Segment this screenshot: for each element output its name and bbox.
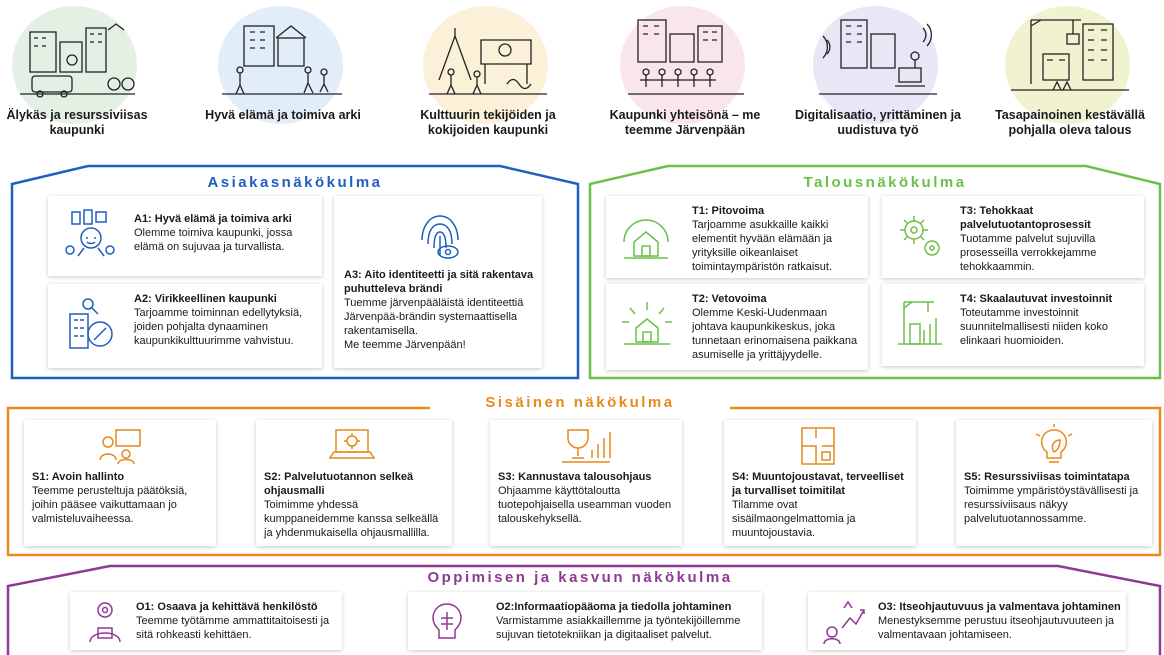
economy-illustration-icon: [1011, 19, 1129, 91]
theme-label: Hyvä elämä ja toimiva arki: [205, 108, 361, 122]
card-t2-body: Olemme Keski-Uudenmaan johtava kaupunkik…: [692, 307, 858, 361]
card-o3-title: O3: Itseohjautuvuus ja valmentava johtam…: [878, 601, 1121, 613]
bulb-leaf-icon: [1035, 424, 1073, 463]
good-life-illustration-icon: [222, 25, 342, 95]
theme-digitalisation: Digitalisaatio, yrittäminen ja uudistuva…: [793, 0, 963, 160]
card-s3-title: S3: Kannustava talousohjaus: [498, 471, 652, 483]
card-s5-body: Toimimme ympäristöystävällisesti ja resu…: [964, 485, 1139, 525]
card-a3-extra: Me teemme Järvenpään!: [344, 339, 466, 351]
sisainen-frame: [6, 406, 1162, 557]
card-o3-body: Menestyksemme perustuu itseohjautuvuutee…: [878, 615, 1115, 641]
sisainen-title: Sisäinen näkökulma: [430, 394, 730, 411]
card-a2-body: Tarjoamme toiminnan edellytyksiä, joiden…: [134, 307, 303, 347]
oppiminen-title: Oppimisen ja kasvun näkökulma: [427, 569, 733, 586]
employee-icon: [89, 602, 121, 643]
theme-label: Tasapainoinen kestävällä pohjalla oleva …: [995, 108, 1145, 137]
asiakas-frame: [10, 164, 580, 380]
laptop-gear-icon: [328, 429, 376, 459]
card-s3: S3: Kannustava talousohjaus Ohjaamme käy…: [490, 420, 682, 546]
card-s1: S1: Avoin hallinto Teemme perusteltuja p…: [24, 420, 216, 546]
card-s2-title: S2: Palvelutuotannon selkeä ohjausmalli: [264, 471, 414, 497]
card-t1: T1: Pitovoima Tarjoamme asukkaille kaikk…: [606, 196, 868, 278]
card-a3-title: A3: Aito identiteetti ja sitä rakentava …: [344, 269, 534, 295]
card-a1-body: Olemme toimiva kaupunki, jossa elämä on …: [134, 227, 293, 253]
trophy-chart-icon: [562, 429, 611, 463]
theme-smart-city: Älykäs ja resurssiviisas kaupunki: [0, 0, 162, 160]
investment-icon: [898, 301, 942, 345]
theme-economy: Tasapainoinen kestävällä pohjalla oleva …: [985, 0, 1155, 160]
people-board-icon: [99, 429, 141, 465]
asiakas-title: Asiakasnäkökulma: [207, 174, 383, 191]
theme-label: Älykäs ja resurssiviisas kaupunki: [6, 108, 148, 137]
card-o2-body: Varmistamme asiakkaillemme ja työntekijö…: [496, 615, 741, 641]
card-o2-title: O2:Informaatiopääoma ja tiedolla johtami…: [496, 601, 732, 613]
culture-illustration-icon: [429, 28, 547, 95]
card-o1-title: O1: Osaava ja kehittävä henkilöstö: [136, 601, 318, 613]
card-o3: O3: Itseohjautuvuus ja valmentava johtam…: [808, 592, 1126, 650]
card-s5: S5: Resurssiviisas toimintatapa Toimimme…: [956, 420, 1152, 546]
attraction-icon: [622, 302, 672, 345]
card-a3: A3: Aito identiteetti ja sitä rakentava …: [334, 196, 542, 368]
card-s4-body: Tilamme ovat sisäilmaongelmattomia ja mu…: [732, 499, 856, 539]
card-t4-body: Toteutamme investoinnit suunnitelmallise…: [960, 307, 1108, 347]
oppiminen-frame: [6, 564, 1162, 655]
card-a3-body: Tuemme järvenpääläistä identiteettiä Jär…: [344, 297, 524, 337]
theme-community: Kaupunki yhteisönä – me teemme Järvenpää…: [600, 0, 770, 160]
card-a2: A2: Virikkeellinen kaupunki Tarjoamme to…: [48, 284, 322, 368]
card-o2: O2:Informaatiopääoma ja tiedolla johtami…: [408, 592, 762, 650]
family-icon: [65, 209, 115, 257]
theme-label: Kulttuurin tekijöiden ja kokijoiden kaup…: [420, 108, 556, 137]
card-a2-title: A2: Virikkeellinen kaupunki: [134, 293, 277, 305]
card-s2: S2: Palvelutuotannon selkeä ohjausmalli …: [256, 420, 452, 546]
card-s4-title: S4: Muuntojoustavat, terveelliset ja tur…: [732, 471, 904, 497]
card-a1: A1: Hyvä elämä ja toimiva arki Olemme to…: [48, 196, 322, 276]
floorplan-icon: [801, 427, 835, 465]
card-t3-body: Tuotamme palvelut sujuvilla prosesseilla…: [960, 233, 1097, 273]
card-a1-title: A1: Hyvä elämä ja toimiva arki: [134, 213, 292, 225]
smart-city-illustration-icon: [20, 23, 135, 98]
card-s5-title: S5: Resurssiviisas toimintatapa: [964, 471, 1130, 483]
theme-culture: Kulttuurin tekijöiden ja kokijoiden kaup…: [403, 0, 573, 160]
card-t4-title: T4: Skaalautuvat investoinnit: [960, 293, 1113, 305]
card-t1-title: T1: Pitovoima: [692, 205, 765, 217]
brain-circuit-icon: [432, 603, 462, 639]
city-culture-icon: [69, 298, 113, 349]
talous-title: Talousnäkökulma: [803, 174, 967, 191]
card-t3-title: T3: Tehokkaat palvelutuotantoprosessit: [960, 205, 1091, 231]
community-illustration-icon: [628, 19, 744, 95]
card-s1-title: S1: Avoin hallinto: [32, 471, 125, 483]
card-o1: O1: Osaava ja kehittävä henkilöstö Teemm…: [70, 592, 342, 650]
theme-label: Kaupunki yhteisönä – me teemme Järvenpää…: [609, 108, 761, 137]
theme-good-life: Hyvä elämä ja toimiva arki: [198, 0, 368, 160]
digitalisation-illustration-icon: [819, 19, 937, 95]
card-s2-body: Toimimme yhdessä kumppaneidemme kanssa s…: [264, 499, 439, 539]
talous-frame: [588, 164, 1162, 380]
fingerprint-icon: [421, 215, 459, 259]
card-s1-body: Teemme perusteltuja päätöksiä, joihin pä…: [32, 485, 188, 525]
card-s4: S4: Muuntojoustavat, terveelliset ja tur…: [724, 420, 916, 546]
theme-label: Digitalisaatio, yrittäminen ja uudistuva…: [794, 108, 961, 137]
card-t4: T4: Skaalautuvat investoinnit Toteutamme…: [882, 284, 1144, 366]
gears-icon: [900, 216, 940, 256]
card-t2-title: T2: Vetovoima: [692, 293, 767, 305]
card-o1-body: Teemme työtämme ammattitaitoisesti ja si…: [136, 615, 330, 641]
house-icon: [623, 219, 669, 259]
card-s3-body: Ohjaamme käyttötaloutta tuotepohjaisella…: [498, 485, 672, 525]
coaching-icon: [823, 600, 865, 645]
card-t1-body: Tarjoamme asukkaille kaikki elementit hy…: [692, 219, 833, 273]
card-t3: T3: Tehokkaat palvelutuotantoprosessit T…: [882, 196, 1144, 278]
card-t2: T2: Vetovoima Olemme Keski-Uudenmaan joh…: [606, 284, 868, 370]
